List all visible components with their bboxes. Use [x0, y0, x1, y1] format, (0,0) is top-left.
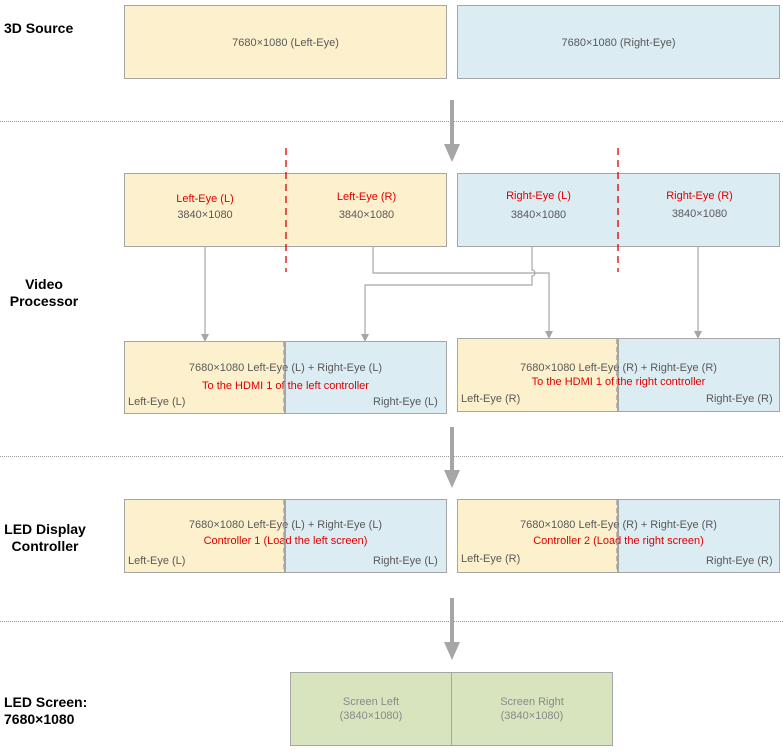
- screen-right-res: (3840×1080): [500, 710, 564, 722]
- controller-1-a-label: Left-Eye (L): [128, 555, 186, 567]
- section-separator: [0, 621, 783, 622]
- screen-right-box: Screen Right (3840×1080): [451, 672, 613, 746]
- section-label-3d-source: 3D Source: [4, 20, 74, 36]
- combined-right-yellow-half: [457, 338, 618, 412]
- controller-2-a-label: Left-Eye (R): [461, 553, 521, 565]
- controller-2-blue-half: [618, 499, 780, 573]
- combined-left-main-label: 7680×1080 Left-Eye (L) + Right-Eye (L): [188, 362, 383, 374]
- combined-left-yellow-half: [124, 341, 285, 414]
- section-label-line: Video: [25, 276, 63, 292]
- section-label-line: Controller: [11, 538, 79, 554]
- controller-2-note: Controller 2 (Load the right screen): [533, 535, 704, 547]
- flow-arrow-source-to-processor: [444, 100, 460, 162]
- combined-left-blue-half: [285, 341, 447, 414]
- section-label-led-screen: LED Screen: 7680×1080: [4, 694, 94, 728]
- section-separator: [0, 456, 783, 457]
- controller-1-note: Controller 1 (Load the left screen): [203, 535, 368, 547]
- screen-left-title: Screen Left: [342, 696, 400, 708]
- source-right-eye-box: 7680×1080 (Right-Eye): [457, 5, 780, 79]
- source-right-eye-label: 7680×1080 (Right-Eye): [561, 37, 676, 49]
- controller-2-yellow-half: [457, 499, 618, 573]
- section-label-line: LED Display: [4, 521, 86, 537]
- section-label-line: 7680×1080: [4, 711, 75, 727]
- split-right-eye-l-title: Right-Eye (L): [506, 190, 571, 202]
- split-left-eye-l-title: Left-Eye (L): [176, 193, 234, 205]
- combined-left-a-label: Left-Eye (L): [128, 396, 186, 408]
- combined-left-b-label: Right-Eye (L): [373, 396, 438, 408]
- section-label-led-controller: LED Display Controller: [0, 521, 90, 555]
- controller-1-yellow-half: [124, 499, 285, 573]
- flow-arrow-controller-to-screen: [444, 598, 460, 660]
- controller-1-main-label: 7680×1080 Left-Eye (L) + Right-Eye (L): [188, 519, 383, 531]
- split-right-eye-r-title: Right-Eye (R): [666, 190, 733, 202]
- split-left-eye-r-res: 3840×1080: [338, 209, 395, 221]
- controller-2-b-label: Right-Eye (R): [706, 555, 773, 567]
- flow-arrow-processor-to-controller: [444, 427, 460, 488]
- source-left-eye-box: 7680×1080 (Left-Eye): [124, 5, 447, 79]
- source-left-eye-label: 7680×1080 (Left-Eye): [232, 37, 339, 49]
- controller-1-b-label: Right-Eye (L): [373, 555, 438, 567]
- screen-left-res: (3840×1080): [339, 710, 403, 722]
- controller-2-main-label: 7680×1080 Left-Eye (R) + Right-Eye (R): [520, 519, 717, 531]
- screen-left-box: Screen Left (3840×1080): [290, 672, 452, 746]
- connector-left-r-to-combined-right: [372, 247, 553, 339]
- connector-right-l-to-combined-left: [361, 247, 536, 342]
- split-right-eye-r-res: 3840×1080: [671, 208, 728, 220]
- section-label-video-processor: Video Processor: [6, 276, 82, 310]
- section-label-line: Processor: [9, 293, 79, 309]
- combined-left-note: To the HDMI 1 of the left controller: [202, 380, 369, 392]
- section-separator: [0, 121, 783, 122]
- combined-right-a-label: Left-Eye (R): [461, 393, 521, 405]
- split-left-eye-r-title: Left-Eye (R): [336, 191, 397, 203]
- combined-right-main-label: 7680×1080 Left-Eye (R) + Right-Eye (R): [520, 362, 717, 374]
- combined-right-note: To the HDMI 1 of the right controller: [531, 376, 706, 388]
- combined-right-b-label: Right-Eye (R): [706, 393, 773, 405]
- split-right-eye-l-res: 3840×1080: [510, 209, 567, 221]
- controller-1-blue-half: [285, 499, 447, 573]
- combined-right-blue-half: [618, 338, 780, 412]
- split-left-eye-l-res: 3840×1080: [177, 209, 233, 221]
- screen-right-title: Screen Right: [500, 696, 564, 708]
- section-label-line: LED Screen:: [4, 694, 88, 710]
